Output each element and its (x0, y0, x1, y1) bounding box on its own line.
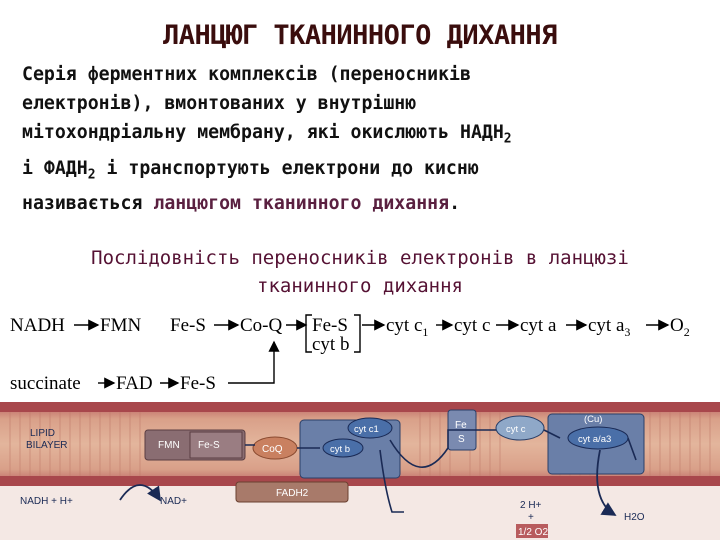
membrane-s: S (458, 434, 465, 445)
electron-path (245, 429, 637, 468)
intro-line-2: електронів), вмонтованих у внутрішню (22, 93, 417, 114)
membrane-fe: Fe (455, 420, 467, 431)
lipid-label-1: LIPID (30, 428, 55, 439)
electron-chain-diagram: NADH FMN Fe-S Co-Q Fe-S cyt b cyt c1 cyt… (10, 314, 690, 394)
membrane-fes: Fe-S (198, 440, 220, 451)
fadh2-box (235, 481, 349, 503)
chain-fad: FAD (116, 373, 153, 394)
membrane-half-o2: 1/2 O2 (518, 527, 548, 538)
intro-line-3: мітохондріальну мембрану, які окислюють … (22, 122, 512, 147)
highlight-term: ланцюгом тканинного дихання (153, 193, 450, 215)
chain-fes-2: Fe-S (312, 315, 348, 336)
membrane-cytc: cyt c (506, 424, 526, 435)
electron-path-lower (379, 449, 404, 513)
membrane-2h: 2 H+ (520, 500, 542, 511)
lipid-label-2: BILAYER (26, 440, 68, 451)
branch-connector (228, 340, 280, 384)
membrane-nad: NAD+ (160, 496, 187, 507)
lipid-heads-top (0, 402, 720, 412)
chain-fes-1: Fe-S (170, 315, 206, 336)
chain-coq: Co-Q (240, 315, 283, 336)
chain-cytc: cyt c (454, 315, 490, 336)
membrane-plus: + (528, 512, 534, 523)
half-o2-box (516, 524, 548, 538)
membrane-coq: CoQ (262, 444, 283, 455)
chain-o2: O2 (670, 315, 690, 339)
subtitle-line-1: Послідовність переносників електронів в … (91, 247, 629, 269)
membrane-cytc1: cyt c1 (354, 424, 379, 435)
chain-fes-3: Fe-S (180, 373, 216, 394)
chain-fmn: FMN (100, 315, 141, 336)
lipid-heads-bottom (0, 476, 720, 486)
membrane-fadh2: FADH2 (276, 488, 309, 499)
subtitle-line-2: тканинного дихання (257, 275, 463, 297)
membrane-h2o: H2O (624, 512, 645, 523)
membrane-cytaa3: cyt a/a3 (578, 434, 611, 445)
bracket-left (305, 314, 312, 353)
chain-cytb: cyt b (312, 334, 349, 355)
intro-line-1: Серія ферментних комплексів (переносникі… (22, 64, 471, 85)
nadh-arrow (119, 484, 161, 502)
o2-arrow (596, 449, 617, 516)
membrane-cu: (Cu) (584, 414, 602, 425)
intro-line-4: і ФАДН2 і транспортують електрони до кис… (22, 157, 479, 183)
intro-paragraph: Серія ферментних комплексів (переносникі… (22, 60, 692, 218)
membrane-nadh: NADH + H+ (20, 496, 73, 507)
intro-line-5: називається ланцюгом тканинного дихання. (22, 193, 461, 215)
chain-cytc1: cyt c1 (386, 315, 428, 339)
chain-succinate: succinate (10, 373, 81, 394)
cytc1-oval (347, 417, 393, 439)
bracket-right (354, 314, 361, 353)
page-title: ЛАНЦЮГ ТКАНИННОГО ДИХАННЯ (163, 20, 557, 51)
cytb-oval (322, 438, 364, 458)
membrane-illustration: LIPID BILAYER FMN Fe-S CoQ cyt c1 cyt b … (0, 402, 720, 540)
membrane-fmn: FMN (158, 440, 180, 451)
membrane-cytb: cyt b (330, 444, 350, 455)
chain-cyta: cyt a (520, 315, 557, 336)
chain-cyta3: cyt a3 (588, 315, 630, 339)
complex-fes-box (189, 431, 243, 459)
sequence-subtitle: Послідовність переносників електронів в … (20, 244, 700, 300)
chain-nadh: NADH (10, 315, 65, 336)
cytc-oval (495, 415, 545, 441)
